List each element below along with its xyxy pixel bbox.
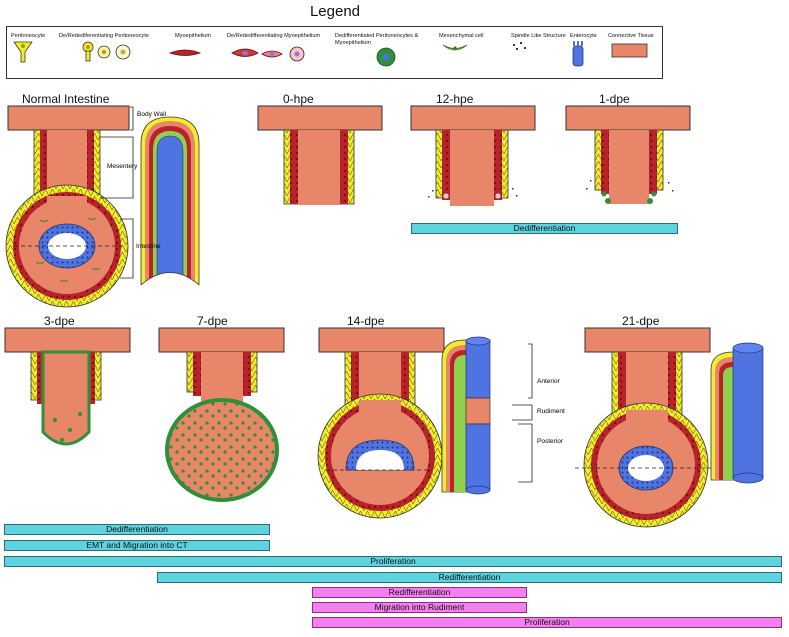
stage-title-7dpe: 7-dpe (197, 314, 228, 328)
normal-intestine-diagram (5, 105, 130, 308)
tube-14dpe (441, 336, 533, 495)
stage-14dpe-diagram (317, 327, 445, 519)
stage-12hpe-diagram (410, 105, 536, 206)
legend-label-dedif-peritoneocyte: De/Redediferentiating Peritoneocyte (59, 33, 149, 39)
process-bar-redifferentiation-cyan: Redifferentiation (157, 572, 782, 583)
process-bar-dedifferentiation: Dedifferentiation (4, 524, 270, 535)
legend-title: Legend (309, 3, 361, 20)
process-bar-redifferentiation-pink: Redifferentiation (312, 587, 527, 598)
legend-label-spindle: Spindle Like Structure (511, 33, 566, 39)
label-rudiment: Rudiment (537, 408, 565, 415)
stage-1dpe-diagram (565, 105, 691, 204)
stage-title-normal: Normal Intestine (22, 92, 110, 106)
label-mesentery: Mesentery (107, 163, 138, 170)
legend-label-mesenchymal: Mesenchymal cell (439, 33, 484, 39)
process-bar-proliferation-cyan: Proliferation (4, 556, 782, 567)
stage-title-1dpe: 1-dpe (599, 92, 630, 106)
label-body-wall: Body Wall (137, 111, 167, 118)
label-intestine: Intestine (136, 243, 161, 250)
stage-title-21dpe: 21-dpe (622, 314, 660, 328)
legend-label-myoepithelium: Myoepithelium (175, 33, 212, 39)
stage-title-12hpe: 12-hpe (436, 92, 474, 106)
process-bar-emt-migration: EMT and Migration into CT (4, 540, 270, 551)
stage-21dpe-diagram (575, 327, 715, 528)
process-bar-migration-rudiment: Migration into Rudiment (312, 602, 527, 613)
legend-box: Peritoneocyte De/Redediferentiating Peri… (6, 26, 663, 79)
tube-21dpe (710, 342, 764, 484)
legend-label-enterocyte: Enterocyte (570, 33, 597, 39)
legend-label-dedif-peri-myo: Dedifferentiated Peritoneocytes & Myoepi… (335, 33, 419, 46)
normal-tube-crosssection (140, 116, 200, 286)
stage-title-3dpe: 3-dpe (44, 314, 75, 328)
stage-0hpe-diagram (257, 105, 383, 205)
stage-title-0hpe: 0-hpe (283, 92, 314, 106)
label-posterior: Posterior (537, 438, 564, 445)
legend-label-peritoneocyte: Peritoneocyte (11, 33, 46, 39)
label-anterior: Anterior (537, 378, 560, 385)
stage-7dpe-diagram (158, 327, 285, 502)
stage-title-14dpe: 14-dpe (347, 314, 385, 328)
legend-label-dedif-myoepithelium: De/Rededifferentiating Myoepithelium (227, 33, 321, 39)
process-bar-proliferation-pink: Proliferation (312, 617, 782, 628)
stage-3dpe-diagram (4, 327, 131, 446)
process-bar-dedifferentiation-top: Dedifferentiation (411, 223, 678, 234)
legend-label-connective: Connective Tissue (608, 33, 654, 39)
normal-annotation-brackets (100, 106, 134, 279)
